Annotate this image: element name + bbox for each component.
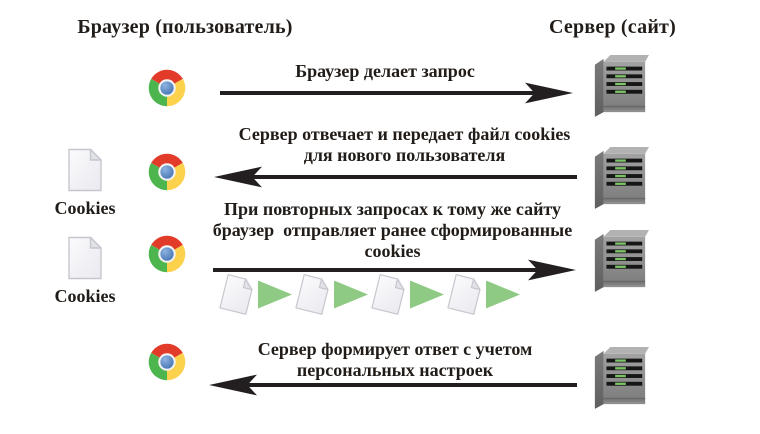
personalized-response-arrow-left — [209, 372, 577, 398]
document-icon — [294, 273, 332, 316]
document-icon — [370, 273, 408, 316]
step1-caption: Браузер делает запрос — [295, 61, 475, 81]
chrome-icon — [148, 153, 186, 191]
chrome-icon — [148, 343, 186, 381]
server-tower-icon — [591, 52, 649, 118]
document-icon — [66, 236, 104, 280]
cookies-file: Cookies — [40, 236, 130, 307]
step3-caption: При повторных запросах к тому же сайту б… — [212, 199, 573, 261]
cookies-flow-sequence — [222, 276, 520, 313]
step2-caption: Сервер отвечает и передает файл cookies … — [238, 124, 571, 165]
document-icon — [218, 273, 256, 316]
document-icon — [446, 273, 484, 316]
cookies-file: Cookies — [40, 148, 130, 219]
chrome-icon — [148, 69, 186, 107]
document-icon — [66, 148, 104, 192]
server-tower-icon — [591, 344, 649, 410]
chrome-icon — [148, 235, 186, 273]
server-column-header: Сервер (сайт) — [549, 16, 676, 38]
cookies-file-label: Cookies — [54, 286, 116, 306]
green-triangle-icon — [410, 280, 444, 309]
step4-caption: Сервер формирует ответ с учетом персонал… — [257, 339, 533, 380]
green-triangle-icon — [258, 280, 292, 309]
request-arrow-right — [220, 80, 573, 106]
browser-column-header: Браузер (пользователь) — [77, 16, 293, 38]
repeat-request-arrow-right — [213, 257, 576, 283]
server-tower-icon — [591, 227, 649, 293]
cookies-file-label: Cookies — [54, 198, 116, 218]
response-arrow-left — [214, 164, 577, 190]
server-tower-icon — [591, 144, 649, 210]
green-triangle-icon — [486, 280, 520, 309]
green-triangle-icon — [334, 280, 368, 309]
